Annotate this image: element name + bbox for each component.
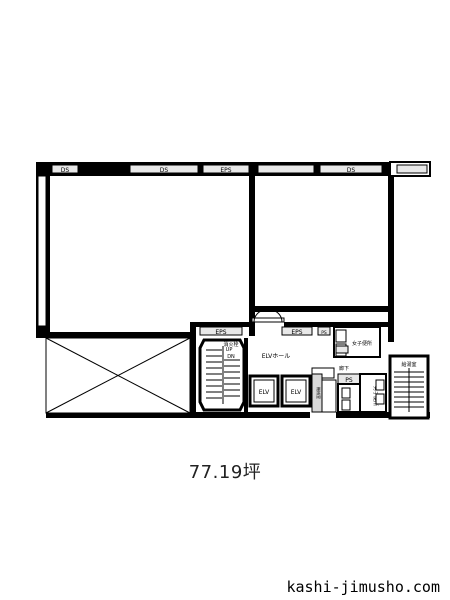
stair-up-label: UP (226, 347, 233, 353)
elv-hall-label: ELVホール (262, 353, 291, 360)
ds-label-1: DS (61, 167, 70, 174)
ds-label-2: DS (160, 167, 169, 174)
floor-area-label: 77.19坪 (188, 462, 262, 483)
ps-small-label: PS (321, 330, 327, 336)
external-stair: 給湯室 (388, 354, 430, 420)
eps-label-top: EPS (220, 167, 231, 174)
office-door (251, 309, 285, 323)
core-room-label: 機械室 (316, 387, 322, 399)
elevators: ELV ELV (248, 374, 312, 408)
hose-box-label: 消火栓 (223, 341, 238, 348)
staircase: 消火栓 UP DN (198, 338, 246, 412)
elv-2-label: ELV (291, 389, 302, 396)
stair-dn-label: DN (227, 354, 235, 360)
void-area (45, 337, 191, 414)
core-walls (190, 322, 430, 418)
office-area-left (50, 176, 249, 332)
eps-core-label: EPS (215, 329, 226, 336)
elv-1-label: ELV (259, 389, 270, 396)
corridor-label: 廊下 (339, 365, 349, 372)
restroom-block: 女子便所 廊下 機械室 PS 男子便所 (311, 326, 387, 413)
pantry-label: 給湯室 (401, 361, 416, 368)
eps-core-right-label: EPS (291, 329, 302, 336)
ps-lower-label: PS (345, 377, 353, 384)
ds-label-3: DS (347, 167, 356, 174)
site-url: kashi-jimusho.com (286, 578, 440, 596)
office-area-right (255, 176, 388, 306)
top-wall-strips: DS DS EPS DS (51, 164, 383, 174)
womens-wc-label: 女子便所 (352, 340, 372, 347)
